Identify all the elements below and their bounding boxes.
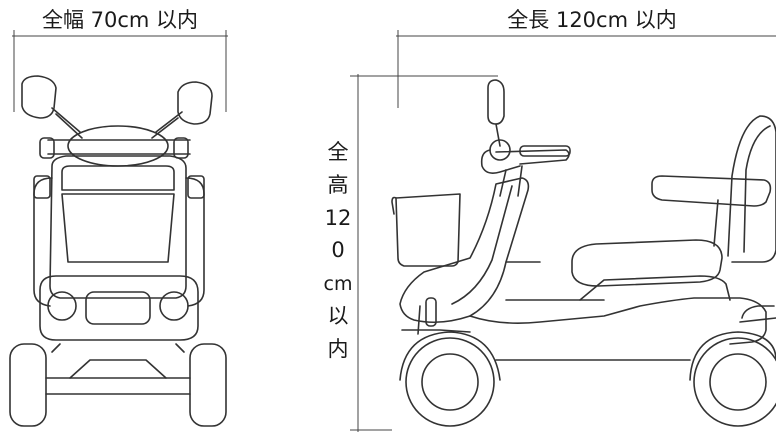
height-char-6: 内: [328, 337, 349, 361]
height-char-2: 12: [325, 206, 352, 230]
width-label: 全幅 70cm 以内: [42, 8, 198, 32]
console: [67, 125, 169, 167]
height-dimension: 全 高 12 0 cm 以 内: [324, 74, 498, 432]
side-mirror: [487, 79, 505, 125]
front-body: [49, 155, 187, 299]
height-char-0: 全: [328, 140, 349, 164]
height-char-3: 0: [331, 238, 344, 262]
seat-cushion: [571, 239, 723, 287]
height-char-1: 高: [328, 173, 349, 197]
front-right-wheel: [189, 343, 227, 427]
side-view-scooter: [391, 79, 776, 427]
length-label: 全長 120cm 以内: [507, 8, 676, 32]
front-view-scooter: [9, 75, 227, 427]
rear-wheel: [689, 331, 776, 427]
right-mirror: [177, 81, 213, 125]
height-char-5: 以: [328, 304, 349, 328]
seat-backrest: [727, 115, 776, 263]
width-dimension: 全幅 70cm 以内: [12, 8, 228, 112]
height-char-4: cm: [324, 273, 353, 295]
left-headlight: [47, 291, 77, 321]
front-left-wheel: [9, 343, 47, 427]
height-label: 全 高 12 0 cm 以 内: [324, 140, 353, 361]
armrest: [651, 175, 772, 207]
side-body: [469, 297, 767, 345]
side-basket: [395, 193, 461, 267]
right-headlight: [159, 291, 189, 321]
left-mirror: [21, 75, 57, 119]
length-dimension: 全長 120cm 以内: [396, 8, 776, 108]
front-wheel: [399, 331, 501, 427]
front-basket: [61, 193, 175, 263]
front-fairing: [399, 177, 530, 324]
